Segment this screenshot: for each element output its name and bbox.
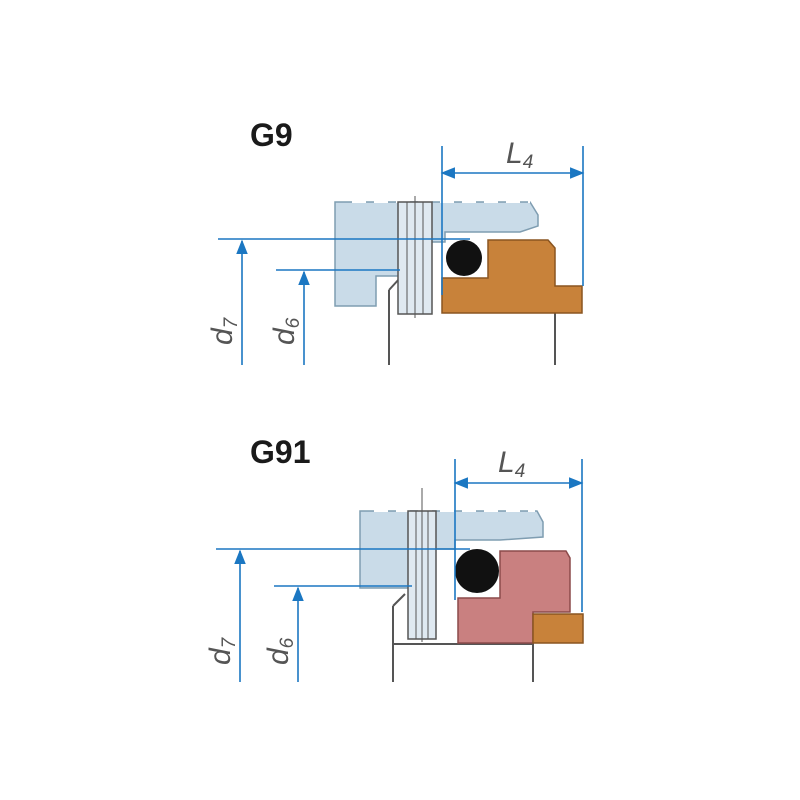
- dimension-lines-g9: [218, 146, 585, 365]
- dimension-label-d7-g91: d7: [204, 636, 240, 665]
- dimension-label-d7-g9: d7: [206, 316, 242, 345]
- dimension-label-l4-g9: L4: [506, 137, 533, 173]
- diagram-title-g91: G91: [250, 434, 310, 470]
- dimension-label-l4-g91: L4: [498, 446, 525, 482]
- diagram-title-g9: G9: [250, 117, 293, 153]
- shaft-outline-g91: [392, 593, 534, 682]
- diagram-g9: G9 L4 d7 d6: [206, 117, 585, 365]
- oring-g91: [455, 549, 499, 593]
- dimension-label-d6-g91: d6: [262, 637, 298, 665]
- oring-g9: [446, 240, 482, 276]
- seal-ring-g9: [441, 239, 583, 314]
- housing-gland-g9: [334, 201, 539, 307]
- dimension-label-d6-g9: d6: [268, 317, 304, 345]
- dimension-lines-g91: [216, 459, 584, 682]
- diagram-g91: G91 L4: [204, 434, 584, 682]
- backup-insert-g91: [532, 613, 584, 644]
